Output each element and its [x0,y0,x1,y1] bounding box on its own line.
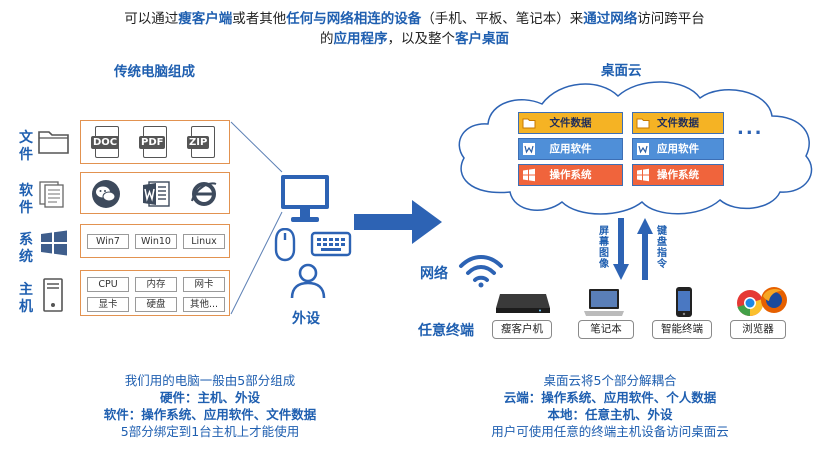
label-system: 系统 [19,232,33,265]
os-win7: Win7 [87,234,129,249]
os-linux: Linux [183,234,225,249]
files-row: DOC PDF ZIP [80,120,230,164]
windows-logo-icon [523,168,535,182]
up-arrow-icon [637,218,653,280]
down-arrow-icon [613,218,629,280]
hw-other: 其他... [183,297,225,312]
folder-icon [636,118,650,129]
doc-file-icon: DOC [91,126,121,158]
label-software: 软件 [19,183,33,216]
top-description: 可以通过瘦客户端或者其他任何与网络相连的设备（手机、平板、笔记本）来通过网络访问… [0,9,829,49]
ie-browser-icon [191,182,217,206]
thin-client-icon [496,294,550,313]
folder-icon [38,131,69,154]
keyboard-icon [310,231,352,257]
hw-cpu: CPU [87,277,129,292]
stack2-os: 操作系统 [632,164,724,186]
stack1-os: 操作系统 [518,164,623,186]
right-summary: 桌面云将5个部分解耦合 云端：操作系统、应用软件、个人数据 本地：任意主机、外设… [491,373,729,439]
device-laptop: 笔记本 [578,320,634,339]
laptop-icon [584,289,624,316]
folder-icon [522,118,536,129]
device-smart-terminal: 智能终端 [652,320,712,339]
stack2-apps: 应用软件 [632,138,724,160]
wifi-icon [459,255,503,288]
zip-file-icon: ZIP [187,126,217,158]
any-terminal-label: 任意终端 [418,323,474,339]
software-row [80,172,230,214]
word-icon [637,143,649,155]
user-icon [290,263,326,299]
hw-nic: 网卡 [183,277,225,292]
keyboard-command-label: 键盘指令 [657,226,667,270]
stack1-file-data: 文件数据 [518,112,623,134]
hw-memory: 内存 [135,277,177,292]
chrome-icon [737,290,764,317]
label-host: 主机 [19,282,33,315]
stack1-apps: 应用软件 [518,138,623,160]
traditional-pc-title: 传统电脑组成 [114,64,195,80]
left-summary: 我们用的电脑一般由5部分组成 硬件：主机、外设 软件：操作系统、应用软件、文件数… [103,373,317,439]
screen-image-label: 屏幕图像 [599,226,609,270]
word-icon [143,181,170,207]
more-ellipsis: ... [737,118,764,139]
computer-tower-icon [43,278,63,312]
stack2-file-data: 文件数据 [632,112,724,134]
monitor-icon [281,175,329,222]
label-file: 文件 [19,130,33,163]
desktop-cloud-title: 桌面云 [601,63,642,79]
windows-logo-icon [637,168,649,182]
pdf-file-icon: PDF [139,126,169,158]
network-label: 网络 [420,266,448,282]
os-row: Win7 Win10 Linux [80,224,230,258]
smartphone-icon [676,287,692,317]
hw-gpu: 显卡 [87,297,129,312]
device-thin-client: 瘦客户机 [492,320,552,339]
documents-icon [39,181,64,208]
wechat-icon [92,180,120,208]
os-win10: Win10 [135,234,177,249]
right-arrow-icon [354,200,442,244]
top-line-2: 的应用程序，以及整个客户桌面 [320,31,509,47]
word-icon [523,143,535,155]
device-browser: 浏览器 [730,320,786,339]
peripherals-label: 外设 [292,311,320,327]
mouse-icon [274,228,296,262]
hw-disk: 硬盘 [135,297,177,312]
firefox-icon [761,287,787,313]
top-line-1: 可以通过瘦客户端或者其他任何与网络相连的设备（手机、平板、笔记本）来通过网络访问… [124,11,705,27]
windows-logo-icon [41,230,67,256]
hardware-row: CPU 内存 网卡 显卡 硬盘 其他... [80,270,230,316]
